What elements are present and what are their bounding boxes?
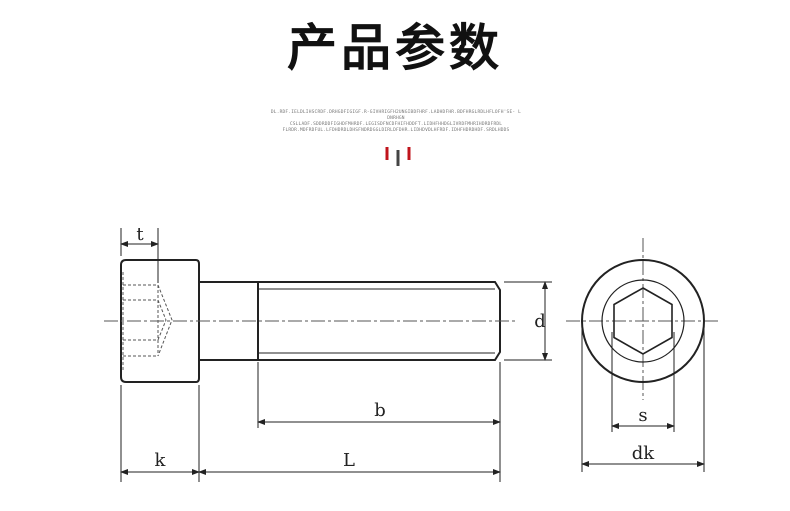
label-L: L xyxy=(343,450,355,471)
centerlines xyxy=(104,238,720,400)
screw-end-view xyxy=(581,259,705,383)
page-title: 产品参数 xyxy=(287,19,503,77)
label-s: s xyxy=(638,405,647,426)
thread-lines xyxy=(258,288,495,354)
subtitle-text: DL.RDF.IELDLIHSCRDF.DRHGDFIGIGF.R-GIVHRI… xyxy=(270,110,522,134)
label-k: k xyxy=(155,450,167,471)
label-b: b xyxy=(374,400,386,421)
dimension-lines xyxy=(120,241,705,475)
label-dk: dk xyxy=(632,443,656,464)
subtitle-line: DL.RDF.IELDLIHSCRDF.DRHGDFIGIGF.R-GIVHRI… xyxy=(270,110,522,121)
label-t: t xyxy=(136,224,144,245)
subtitle-line: CSLLADF.SDDRDDFIGHDFMHRDF.LEGISDFNCDFHIF… xyxy=(289,122,503,127)
subtitle-line: FLRDR.MDFRDFUL.LFDHDRDLDHSFNDRDGGLDIRLDF… xyxy=(282,128,510,133)
accent-divider xyxy=(385,147,411,166)
socket-hidden-lines xyxy=(122,272,173,370)
label-d: d xyxy=(534,311,546,332)
